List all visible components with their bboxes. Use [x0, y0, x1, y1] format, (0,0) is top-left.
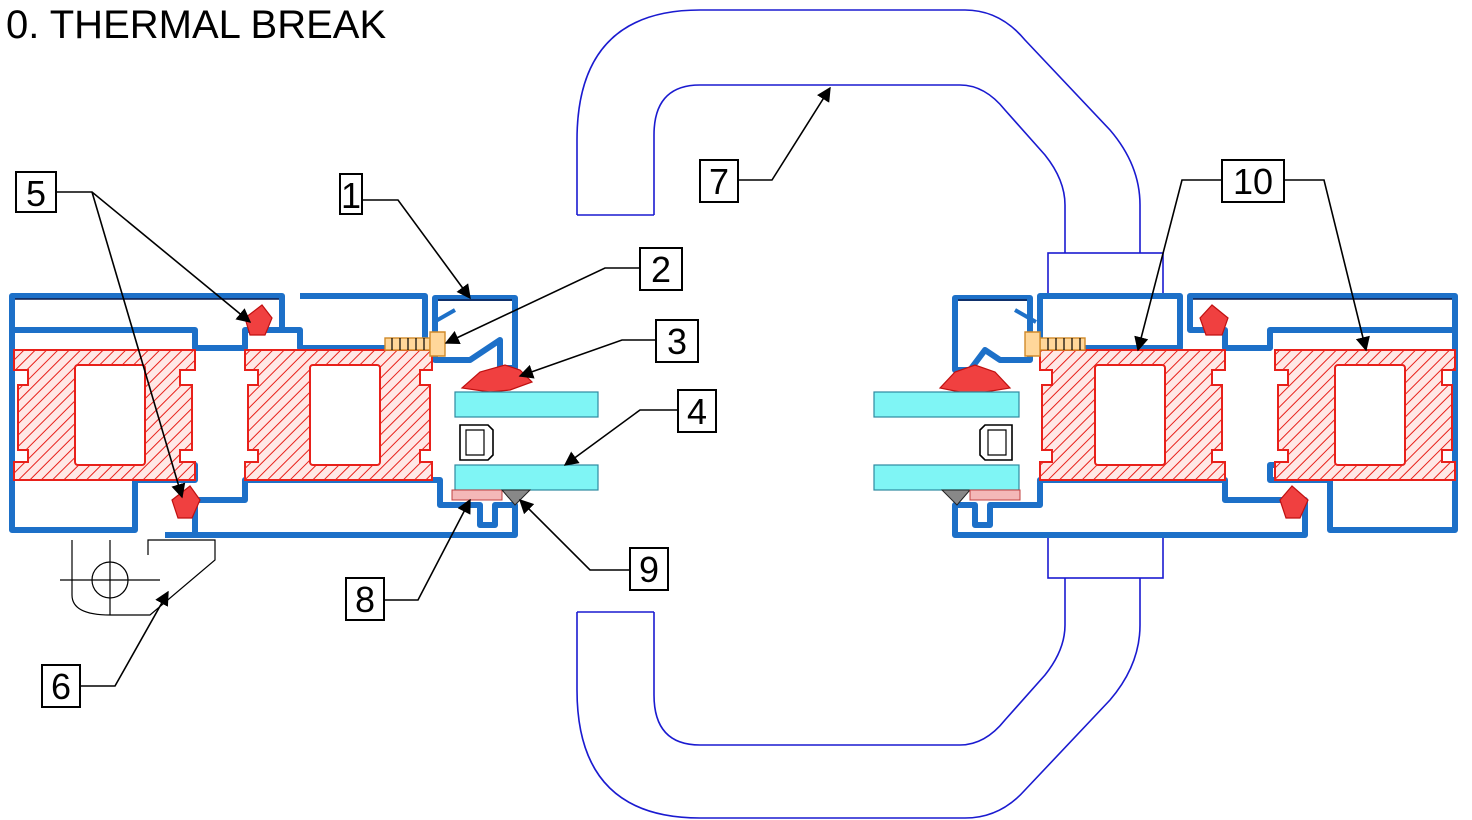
screw-left — [384, 331, 446, 357]
leader-lines — [56, 86, 1370, 687]
callout-1: 1 — [339, 173, 363, 216]
svg-text:10: 10 — [1233, 161, 1273, 202]
svg-text:9: 9 — [639, 549, 659, 590]
hinge — [60, 539, 216, 616]
svg-text:6: 6 — [51, 666, 71, 707]
svg-text:3: 3 — [667, 321, 687, 362]
callout-3: 3 — [655, 319, 699, 363]
callout-8: 8 — [345, 577, 385, 621]
svg-text:5: 5 — [26, 173, 46, 214]
callout-5: 5 — [15, 171, 57, 214]
right-frame-profile — [873, 293, 1458, 538]
door-handle — [576, 9, 1164, 819]
callout-6: 6 — [41, 664, 81, 708]
callout-4: 4 — [677, 389, 717, 433]
svg-text:4: 4 — [687, 391, 707, 432]
svg-text:2: 2 — [651, 249, 671, 290]
callout-2: 2 — [639, 247, 683, 291]
svg-text:8: 8 — [355, 579, 375, 620]
svg-text:1: 1 — [341, 175, 361, 216]
left-frame-profile — [9, 293, 599, 616]
screw-right — [1024, 331, 1086, 357]
callout-9: 9 — [629, 547, 669, 591]
callout-10: 10 — [1221, 159, 1285, 203]
svg-text:7: 7 — [709, 161, 729, 202]
callout-7: 7 — [699, 159, 739, 203]
drawing-title: 0. THERMAL BREAK — [6, 3, 386, 47]
